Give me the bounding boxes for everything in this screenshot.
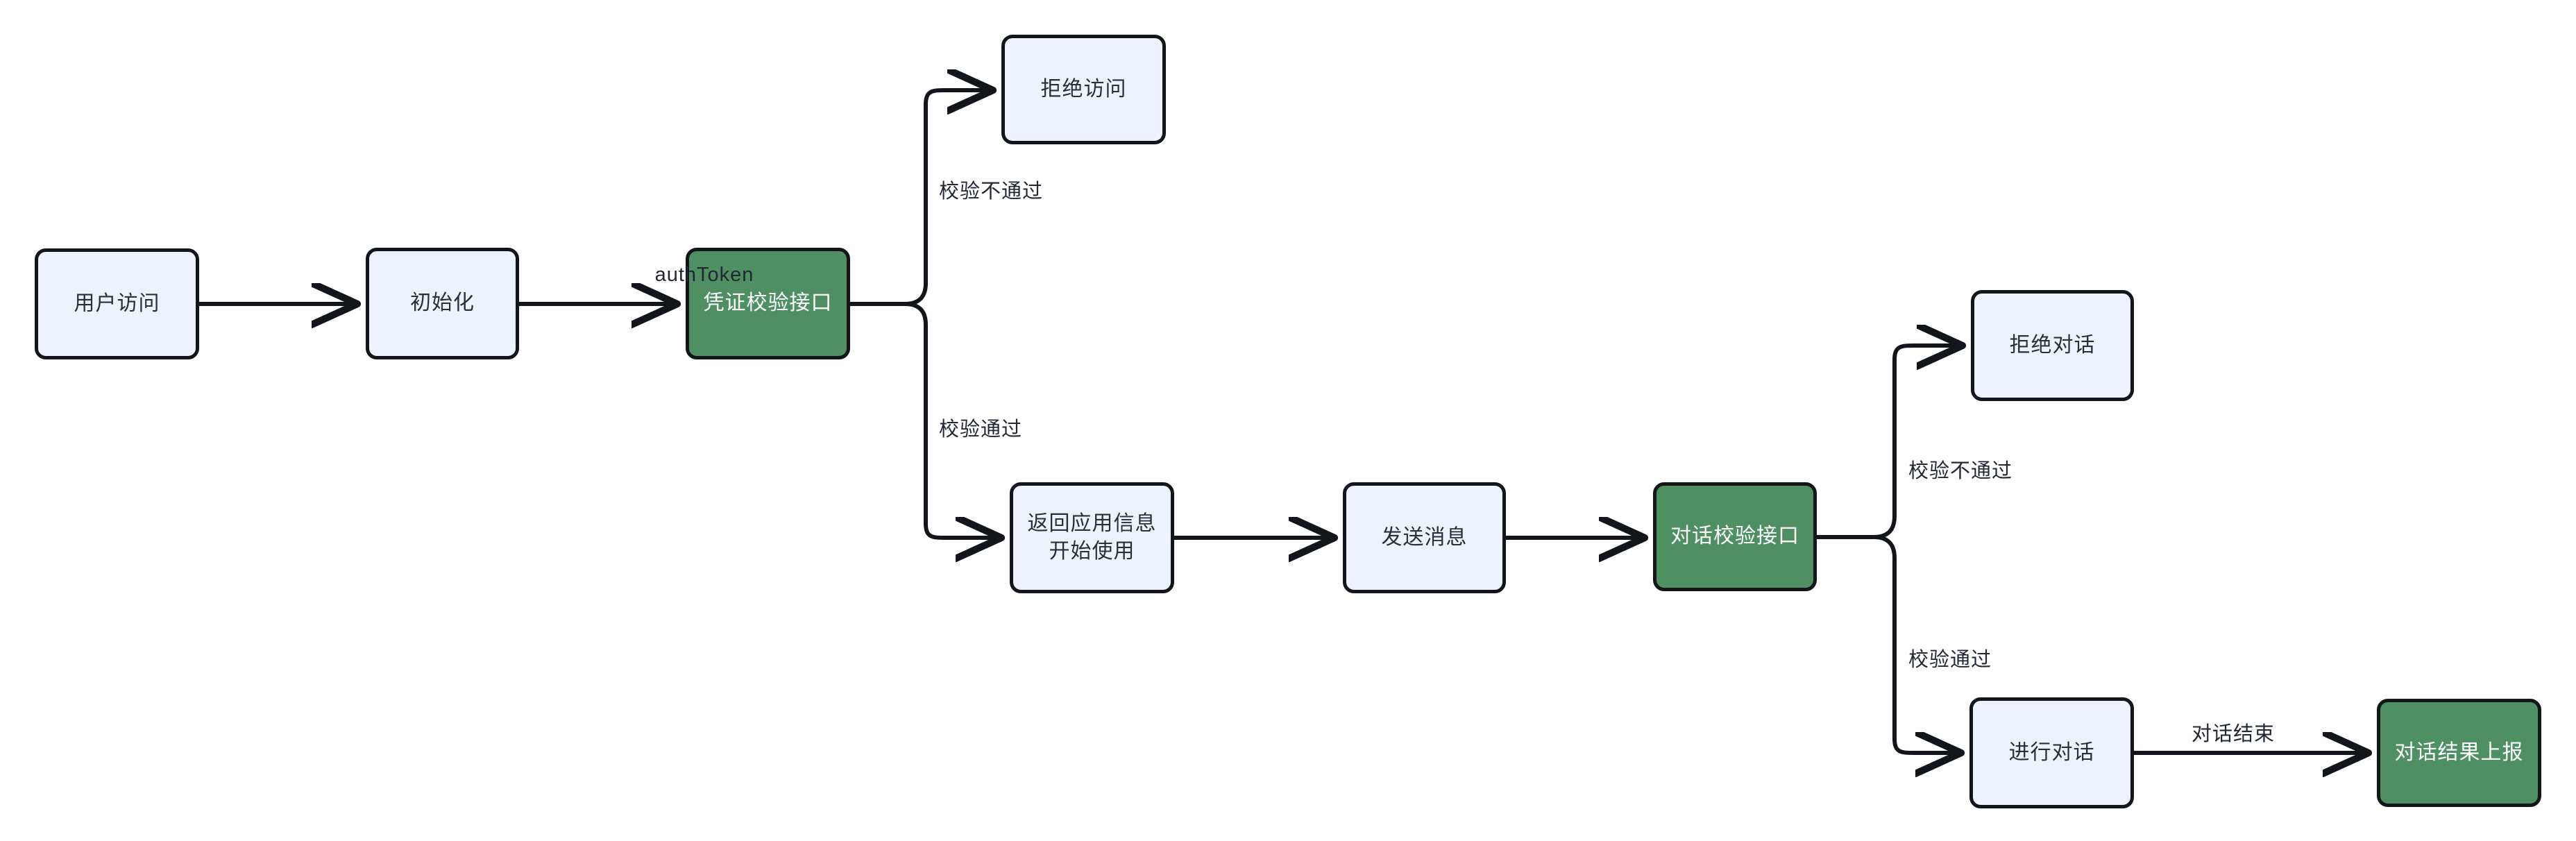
- edge-label-dialog-end: 对话结束: [2191, 723, 2275, 745]
- node-send-message[interactable]: 发送消息: [1343, 482, 1506, 593]
- edge-label-dialog-fail: 校验不通过: [1908, 460, 2013, 482]
- node-user-access[interactable]: 用户访问: [35, 248, 199, 359]
- edge-label-auth-pass: 校验通过: [939, 418, 1023, 441]
- edge-label-dialog-pass: 校验通过: [1908, 649, 1992, 671]
- node-init[interactable]: 初始化: [366, 248, 519, 359]
- node-deny-access[interactable]: 拒绝访问: [1001, 35, 1166, 144]
- node-dialog-check-api[interactable]: 对话校验接口: [1653, 482, 1817, 591]
- edge-dialog-fail: [1873, 346, 1960, 539]
- node-return-app-info[interactable]: 返回应用信息 开始使用: [1010, 482, 1174, 593]
- node-do-dialog[interactable]: 进行对话: [1969, 697, 2134, 808]
- node-report-dialog-result[interactable]: 对话结果上报: [2377, 699, 2541, 807]
- edge-label-auth-fail: 校验不通过: [939, 180, 1044, 203]
- node-reject-dialog[interactable]: 拒绝对话: [1971, 290, 2134, 401]
- node-auth-check-api[interactable]: 凭证校验接口: [686, 248, 850, 359]
- edge-label-auth-token: authToken: [654, 264, 754, 286]
